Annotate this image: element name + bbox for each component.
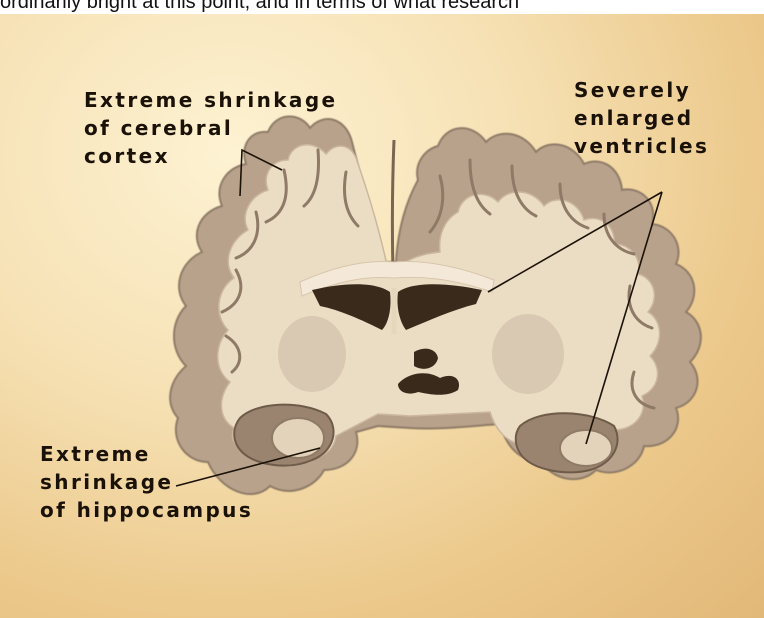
label-cortex-shrinkage: Extreme shrinkage of cerebral cortex [84,86,338,170]
label-enlarged-ventricles: Severely enlarged ventricles [574,76,709,160]
right-hippocampus [560,430,612,466]
longitudinal-fissure [392,140,394,272]
right-basal-ganglia [492,314,564,394]
left-hippocampus [272,418,324,458]
left-basal-ganglia [278,316,346,392]
label-hippocampus-shrinkage: Extreme shrinkage of hippocampus [40,440,253,524]
